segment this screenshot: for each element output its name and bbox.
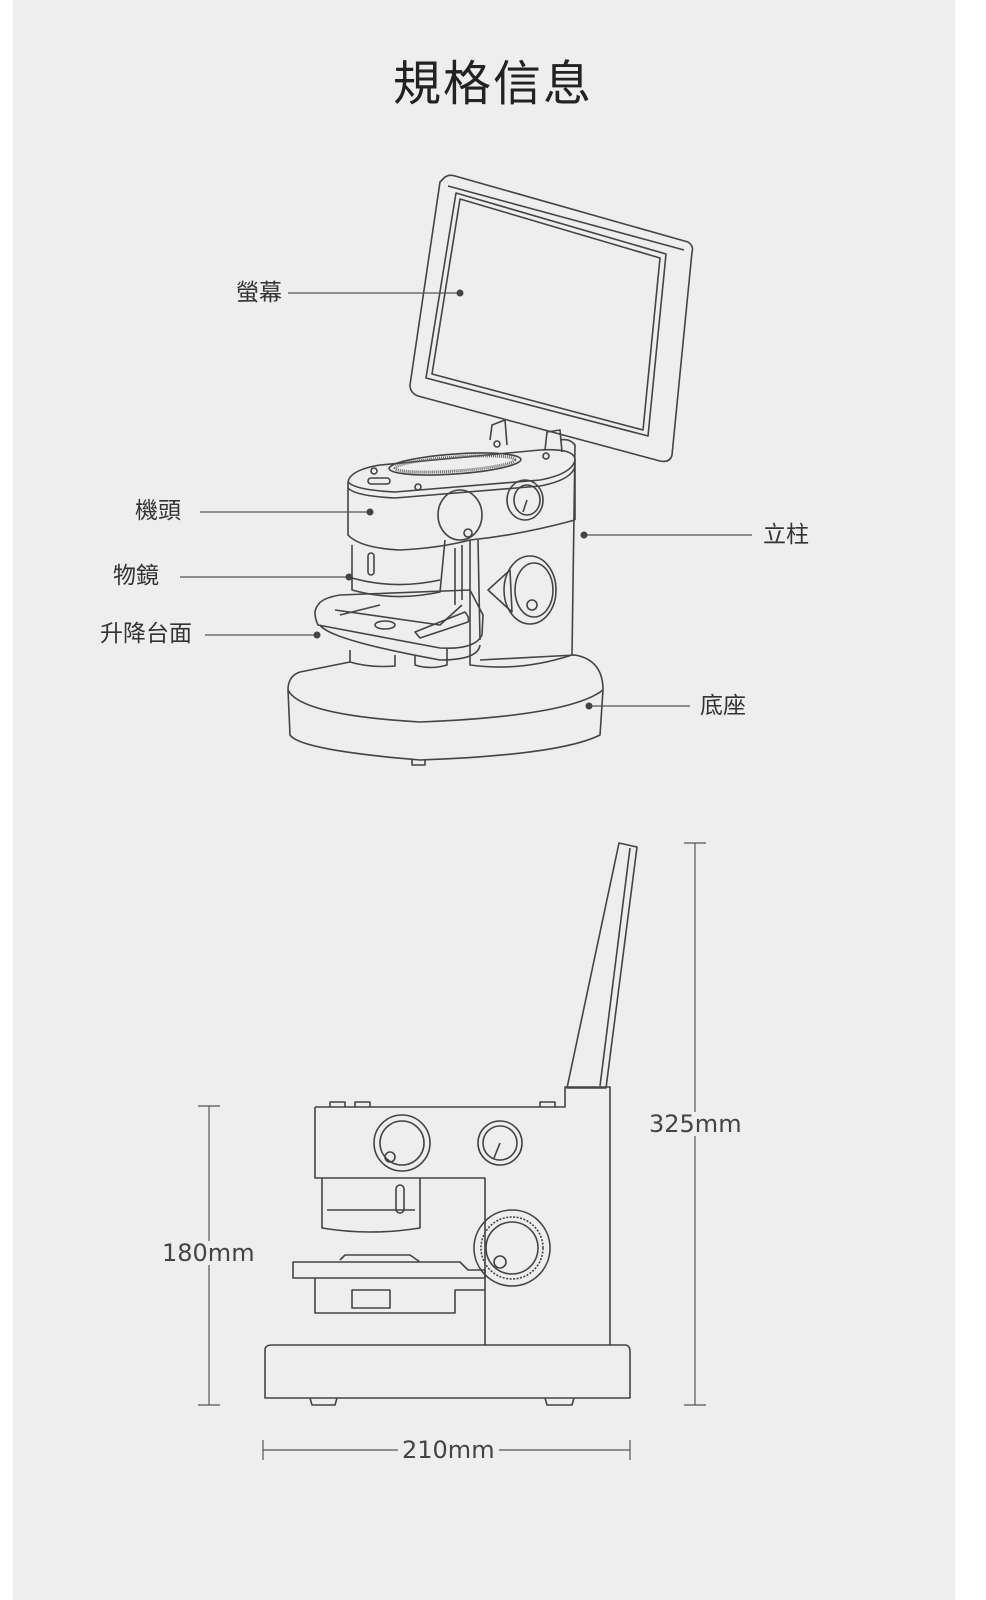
label-stage: 升降台面 — [100, 621, 192, 647]
side-focus-knob — [473, 1209, 551, 1287]
iso-focus-knob — [503, 555, 557, 625]
dim-width: 210mm — [398, 1438, 499, 1462]
iso-microscope — [287, 174, 694, 766]
dim-total-height: 325mm — [645, 1112, 746, 1136]
label-screen: 螢幕 — [236, 280, 282, 306]
side-knob-left — [373, 1114, 431, 1172]
iso-knob-right — [506, 479, 544, 521]
iso-screen — [409, 174, 694, 463]
iso-pillar — [469, 438, 576, 668]
label-objective: 物鏡 — [113, 563, 159, 589]
label-base: 底座 — [700, 693, 746, 719]
background-panel — [13, 0, 955, 1600]
side-objective — [321, 1178, 421, 1233]
dimension-lines — [198, 842, 706, 1460]
side-base — [264, 1344, 631, 1399]
side-screen — [566, 842, 638, 1089]
page-title: 規格信息 — [392, 56, 593, 112]
iso-base — [287, 654, 604, 761]
iso-head — [347, 448, 576, 551]
label-head: 機頭 — [135, 498, 181, 524]
iso-objective — [351, 539, 446, 598]
side-head-pillar — [314, 1086, 611, 1345]
iso-stage — [314, 589, 484, 650]
dim-body-height: 180mm — [158, 1241, 259, 1265]
iso-knob-left — [437, 489, 483, 541]
side-microscope — [264, 842, 638, 1406]
side-stage — [292, 1261, 486, 1279]
side-knob-right — [477, 1120, 523, 1166]
leader-lines — [180, 289, 752, 710]
label-pillar: 立柱 — [763, 522, 809, 548]
